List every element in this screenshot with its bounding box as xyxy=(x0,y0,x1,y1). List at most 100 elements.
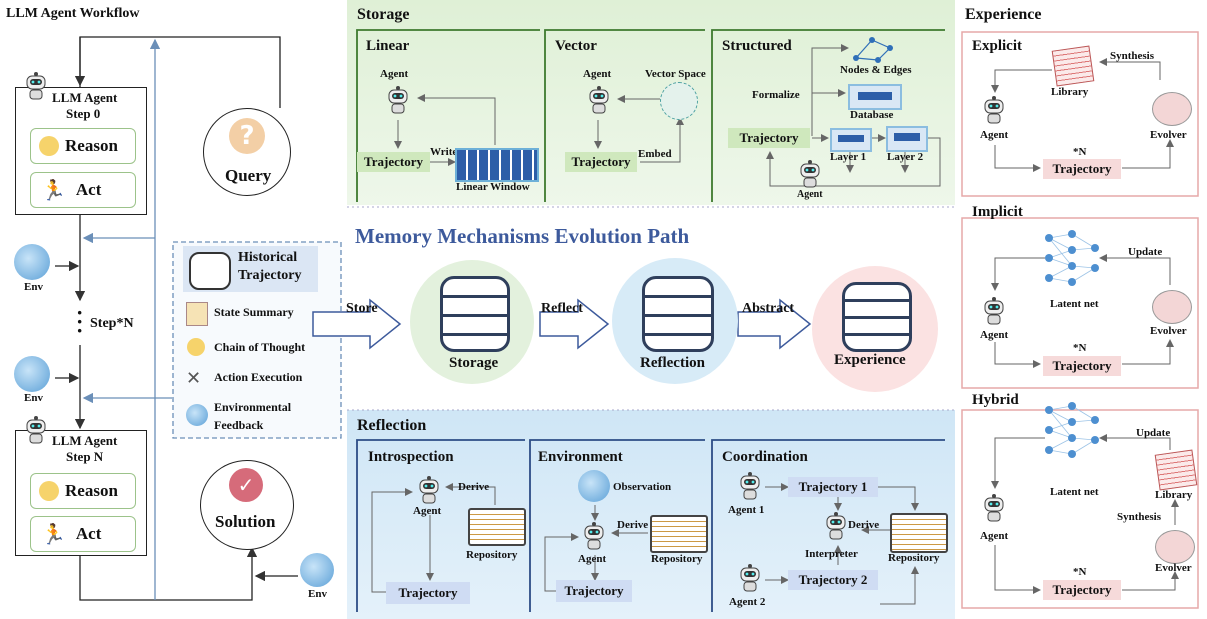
database-block xyxy=(848,84,902,110)
library-label: Library xyxy=(1155,489,1193,501)
workflow-title: LLM Agent Workflow xyxy=(6,6,140,21)
agent-label: Agent xyxy=(980,129,1009,141)
act-label: Act xyxy=(75,524,102,543)
derive-label: Derive xyxy=(617,519,649,531)
repository-label: Repository xyxy=(651,553,703,565)
robot-icon xyxy=(984,96,1004,124)
globe-icon xyxy=(578,470,610,502)
robot-icon xyxy=(740,472,760,500)
trajectory-chip: Trajectory xyxy=(386,582,470,604)
evolver-label: Evolver xyxy=(1155,562,1192,574)
reflect-label: Reflect xyxy=(541,301,583,316)
experience-title: Experience xyxy=(965,6,1042,23)
brain-icon xyxy=(1152,92,1192,126)
agent-label: Agent xyxy=(980,530,1009,542)
history-item: Chain of Thought xyxy=(214,340,306,354)
env-label: Env xyxy=(308,588,327,600)
query-label: Query xyxy=(225,166,272,185)
vector-space-icon xyxy=(660,82,698,120)
stepN-sub: Step N xyxy=(66,449,104,464)
trajectory-chip: Trajectory xyxy=(357,152,430,172)
agent-label: Agent xyxy=(583,68,612,80)
bulb-icon xyxy=(39,481,59,501)
abstract-label: Abstract xyxy=(742,301,795,316)
step0-title: LLM Agent xyxy=(52,90,118,105)
robot-icon xyxy=(26,72,46,100)
act-label: Act xyxy=(75,180,102,199)
robot-icon xyxy=(388,86,408,114)
linear-title: Linear xyxy=(366,38,410,54)
robot-icon xyxy=(589,86,609,114)
derive-label: Derive xyxy=(848,519,880,531)
agent-label: Agent xyxy=(380,68,409,80)
reason-pill: Reason xyxy=(30,473,136,509)
introspection-title: Introspection xyxy=(368,449,454,465)
experience-db-icon xyxy=(842,282,912,352)
robot-icon xyxy=(419,476,439,504)
history-item: State Summary xyxy=(214,305,294,319)
history-item: Feedback xyxy=(214,418,264,432)
agent-label: Agent xyxy=(578,553,607,565)
runner-icon: 🏃 xyxy=(41,179,66,202)
reflection-db-icon xyxy=(642,276,714,352)
robot-icon xyxy=(984,494,1004,522)
agent-label: Agent xyxy=(413,505,442,517)
repository-label: Repository xyxy=(888,552,940,564)
evolution-title: Memory Mechanisms Evolution Path xyxy=(355,224,690,248)
update-label: Update xyxy=(1136,427,1171,439)
latent-net-label: Latent net xyxy=(1050,298,1099,310)
layer2-label: Layer 2 xyxy=(887,151,924,163)
agent-label: Agent xyxy=(797,189,823,200)
act-pill: 🏃 Act xyxy=(30,172,136,208)
globe-icon xyxy=(300,553,334,587)
trajectory-chip: Trajectory xyxy=(556,580,632,602)
robot-icon xyxy=(26,416,46,444)
embed-label: Embed xyxy=(638,148,672,160)
nodes-edges-icon xyxy=(853,37,893,63)
formalize-label: Formalize xyxy=(752,89,800,101)
vector-space-label: Vector Space xyxy=(645,68,706,80)
hybrid-title: Hybrid xyxy=(972,392,1019,408)
agent-label: Agent xyxy=(980,329,1009,341)
history-title-2: Trajectory xyxy=(238,268,302,283)
step-repeat-label: Step*N xyxy=(90,316,134,331)
store-label: Store xyxy=(346,301,378,316)
solution-circle xyxy=(200,460,294,550)
neural-net-icon xyxy=(1045,402,1099,458)
library-icon xyxy=(1051,45,1095,87)
derive-label: Derive xyxy=(458,481,490,493)
reason-label: Reason xyxy=(65,481,118,500)
tools-icon: ✕ xyxy=(186,368,202,389)
library-label: Library xyxy=(1051,86,1089,98)
coordination-title: Coordination xyxy=(722,449,808,465)
trajectory-chip: Trajectory xyxy=(565,152,637,172)
layer1-label: Layer 1 xyxy=(830,151,867,163)
neural-net-icon xyxy=(1045,230,1099,286)
bulb-icon xyxy=(39,136,59,156)
observation-label: Observation xyxy=(613,481,672,493)
vector-title: Vector xyxy=(555,38,597,54)
write-label: Write xyxy=(430,146,458,158)
update-label: Update xyxy=(1128,246,1163,258)
stepN-title: LLM Agent xyxy=(52,433,118,448)
globe-icon xyxy=(14,244,50,280)
solution-label: Solution xyxy=(215,512,276,531)
latent-net-label: Latent net xyxy=(1050,486,1099,498)
history-title-1: Historical xyxy=(238,250,298,265)
globe-icon xyxy=(186,404,208,426)
env-label: Env xyxy=(24,281,43,293)
n-label: *N xyxy=(1073,342,1087,354)
robot-icon xyxy=(740,564,760,592)
act-pill: 🏃 Act xyxy=(30,516,136,552)
trajectory-chip: Trajectory xyxy=(728,128,810,148)
history-item: Environmental xyxy=(214,400,292,414)
brain-icon xyxy=(1152,290,1192,324)
linear-window-label: Linear Window xyxy=(456,181,530,193)
step0-sub: Step 0 xyxy=(66,106,101,121)
history-item: Action Execution xyxy=(214,370,303,384)
database-icon xyxy=(189,252,231,290)
database-label: Database xyxy=(850,109,894,121)
env-label: Env xyxy=(24,392,43,404)
reflection-title: Reflection xyxy=(357,417,427,434)
robot-icon xyxy=(800,160,820,188)
